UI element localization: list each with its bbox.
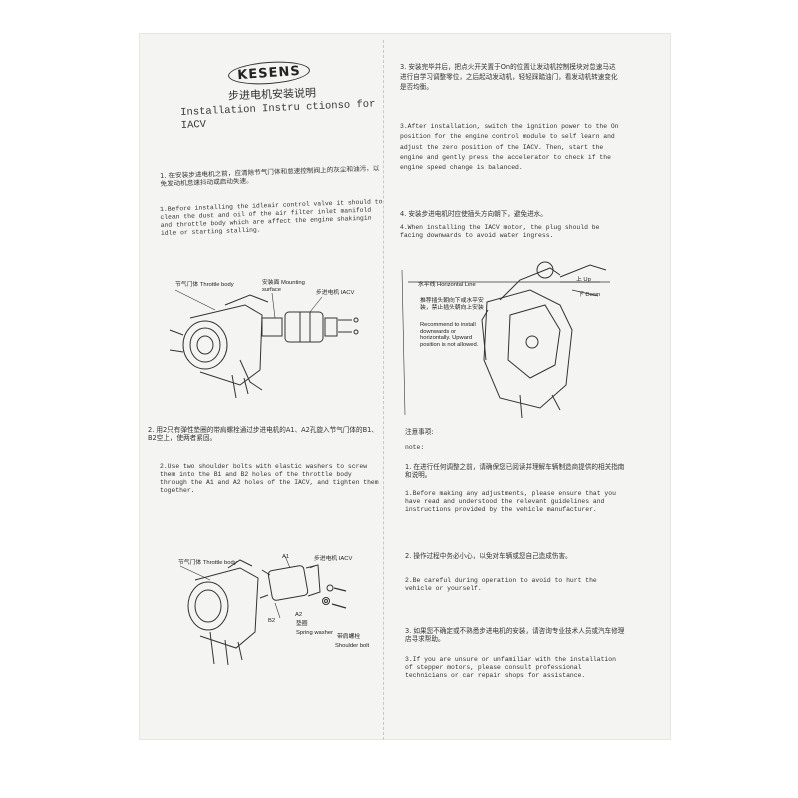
instruction-sheet xyxy=(140,34,670,739)
fig2-throttle-body-label: 节气门体 Throttle body xyxy=(178,560,237,566)
note1-chinese: 1. 在进行任何调整之前，请确保您已阅读并理解车辆制造商提供的相关指南和说明。 xyxy=(405,463,625,480)
note-heading-english: note: xyxy=(405,444,425,451)
note-heading-chinese: 注意事项: xyxy=(405,428,434,436)
fig1-mounting-surface-label: 安装面 Mounting surface xyxy=(262,280,305,293)
fig3-up-label: 上 Up xyxy=(576,277,591,283)
fig2-bolt-en-label: Shoulder bolt xyxy=(335,643,370,649)
fig2-a2-label: A2 xyxy=(295,612,303,618)
fig2-b2-label: B2 xyxy=(268,618,276,624)
note1-english: 1.Before making any adjustments, please … xyxy=(405,490,616,513)
fig2-iacv-label: 步进电机 IACV xyxy=(314,556,353,562)
note2-chinese: 2. 操作过程中务必小心，以免对车辆或您自己造成伤害。 xyxy=(405,552,572,560)
fig3-recommend-en-label: Recommend to install downwards or horizo… xyxy=(420,322,479,348)
fig3-recommend-cn-label: 推荐插头朝向下或水平安装，禁止插头朝向上安装 xyxy=(420,298,484,311)
step4-english: 4.When installing the IACV motor, the pl… xyxy=(400,224,600,239)
note2-english: 2.Be careful during operation to avoid t… xyxy=(405,577,597,592)
fig1-iacv-label: 步进电机 IACV xyxy=(316,290,355,296)
note3-english: 3.If you are unsure or unfamiliar with t… xyxy=(405,656,616,679)
fig2-washer-cn-label: 垫圈 xyxy=(296,621,308,627)
fig3-down-label: 下 Down xyxy=(578,292,601,298)
fig2-bolt-cn-label: 带肩螺栓 xyxy=(337,634,361,640)
fig3-horizontal-line-label: 水平线 Horizontal Line xyxy=(418,282,476,288)
fold-line xyxy=(383,40,384,740)
step2-chinese: 2. 用2只有弹性垫圈的带肩螺栓通过步进电机的A1、A2孔旋入节气门体的B1、B… xyxy=(148,426,378,443)
step4-chinese: 4. 安装步进电机时应使插头方向朝下，避免进水。 xyxy=(400,210,547,218)
step2-english: 2.Use two shoulder bolts with elastic wa… xyxy=(160,463,379,494)
step3-english: 3.After installation, switch the ignitio… xyxy=(400,123,619,171)
fig2-washer-en-label: Spring washer xyxy=(296,630,334,636)
fig1-throttle-body-label: 节气门体 Throttle body xyxy=(175,282,234,288)
note3-chinese: 3. 如果您不确定或不熟悉步进电机的安装，请咨询专业技术人员或汽车修理店寻求帮助… xyxy=(405,627,625,644)
fig2-a1-label: A1 xyxy=(282,554,290,560)
step3-chinese: 3. 安装完毕并后，把点火开关置于On的位置让发动机控制模块对怠速马达进行自学习… xyxy=(400,63,618,92)
